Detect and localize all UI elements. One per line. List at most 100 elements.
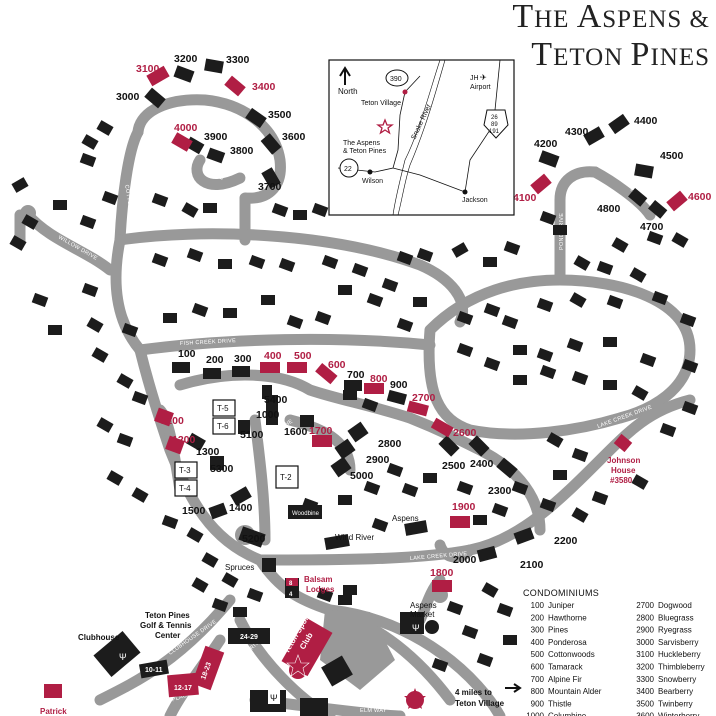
unit-1100[interactable] [154,407,174,427]
unit-3800[interactable] [206,147,226,164]
house-lot [163,313,177,323]
townhome-t5[interactable] [212,399,236,417]
house-lot [481,582,499,598]
unit-900[interactable] [386,389,407,406]
unit-3600[interactable] [260,133,282,155]
label-4200: 4200 [534,138,558,150]
inset-road [392,167,466,193]
unit-2700[interactable] [406,400,429,417]
unit-1200[interactable] [165,435,185,455]
townhome-t6[interactable] [212,417,236,435]
building-woodbine[interactable] [288,505,322,519]
unit-2900[interactable] [334,438,356,460]
building-patrick[interactable] [44,684,62,698]
house-lot [503,635,517,645]
unit-3300[interactable] [204,58,224,74]
building-wind-river[interactable] [324,534,350,550]
unit-1800[interactable] [432,580,452,592]
unit-2000[interactable] [476,545,498,563]
unit-800[interactable] [364,383,384,394]
label-200: 200 [206,354,224,366]
house-lot [233,607,247,617]
unit-2200[interactable] [513,527,535,545]
unit-5200[interactable] [238,526,266,548]
johnson-house[interactable] [613,433,633,453]
unit-4600[interactable] [666,190,688,212]
unit-2300[interactable] [496,457,518,479]
unit-500[interactable] [287,362,307,373]
unit-3500[interactable] [245,107,267,129]
unit-1500[interactable] [208,502,228,520]
building-south3[interactable] [300,698,328,716]
unit-3000[interactable] [144,87,166,109]
unit-1700[interactable] [312,435,332,447]
unit-3400[interactable] [224,75,246,97]
unit-4500[interactable] [634,163,654,179]
building-south1[interactable] [321,655,353,687]
house-lot [639,352,657,368]
unit-5400[interactable] [262,385,272,399]
label-500: 500 [294,350,312,362]
building-10-11-label: 10-11 [145,667,163,674]
building-spruces[interactable] [262,558,276,572]
unit-4800[interactable] [628,188,648,207]
townhome-t4[interactable] [174,479,198,497]
unit-5000[interactable] [330,456,352,478]
label-2600: 2600 [453,427,477,439]
balsam-lodge-8[interactable] [286,578,298,586]
unit-1600[interactable] [300,415,314,427]
house-lot [278,257,296,273]
unit-5100[interactable] [238,420,250,434]
unit-4400[interactable] [608,113,630,135]
unit-5300[interactable] [210,456,224,470]
unit-600[interactable] [315,362,338,385]
unit-2500[interactable] [438,435,460,457]
unit-1300[interactable] [186,432,206,452]
house-lot [569,292,587,308]
house-lot [446,600,464,616]
unit-300[interactable] [232,366,250,377]
map-title-line2: TETON PINES [531,36,710,73]
building-12-17[interactable] [167,672,199,698]
building-10-11[interactable] [138,659,170,679]
house-lot [539,364,557,380]
house-lot [321,254,339,270]
restaurant-icon [410,620,422,634]
aspens-market-label: Market [410,610,435,619]
house-lot [121,322,139,338]
unit-3700[interactable] [261,167,281,189]
building-18-23[interactable] [191,645,225,691]
building-24-29[interactable] [228,628,270,644]
unit-3100[interactable] [146,65,170,87]
legend-number: 3500 [636,699,654,708]
road-label-willow: WILLOW DRIVE [57,235,98,262]
unit-2800[interactable] [347,421,369,443]
unit-2600[interactable] [430,417,454,438]
unit-3200[interactable] [173,65,195,83]
unit-1900[interactable] [450,516,470,528]
unit-100[interactable] [172,362,190,373]
house-lot [413,297,427,307]
building-aspens[interactable] [404,520,428,536]
unit-4700[interactable] [648,200,668,219]
unit-700[interactable] [344,380,362,391]
townhome-t3[interactable] [174,461,198,479]
unit-4000[interactable] [171,132,193,152]
unit-1400[interactable] [230,486,252,506]
unit-1000[interactable] [266,395,278,425]
unit-200[interactable] [203,368,221,379]
unit-4200[interactable] [538,150,560,168]
unit-4300[interactable] [583,126,605,146]
unit-400[interactable] [260,362,280,373]
building-teton-sports[interactable] [281,617,333,677]
house-lot [456,310,474,326]
unit-4100[interactable] [530,173,552,195]
patrick-label: Patrick [40,707,67,716]
legend-name: Tamarack [548,663,584,672]
star-icon [404,688,426,709]
townhome-t2[interactable] [275,465,299,489]
unit-2400[interactable] [468,435,490,457]
legend-number: 3100 [636,650,654,659]
legend-name: Alpine Fir [548,675,582,684]
label-3100: 3100 [136,63,160,75]
